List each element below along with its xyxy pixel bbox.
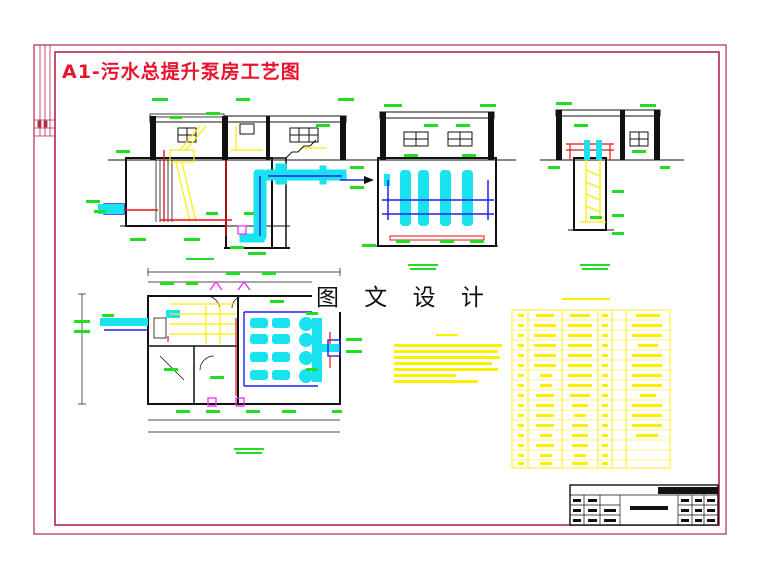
binding-strip (34, 45, 55, 137)
notes-block (394, 334, 502, 383)
section-3-elevation (540, 102, 684, 270)
inner-frame (54, 51, 720, 526)
section-2-elevation (362, 104, 516, 270)
drawing-title: A1-污水总提升泵房工艺图 (62, 61, 301, 83)
plan-view (74, 268, 362, 454)
outer-frame (33, 44, 727, 535)
section-1-elevation (86, 98, 374, 260)
equipment-table (511, 298, 671, 469)
watermark-text: 图 文 设 计 (312, 278, 497, 312)
title-block (569, 484, 719, 526)
